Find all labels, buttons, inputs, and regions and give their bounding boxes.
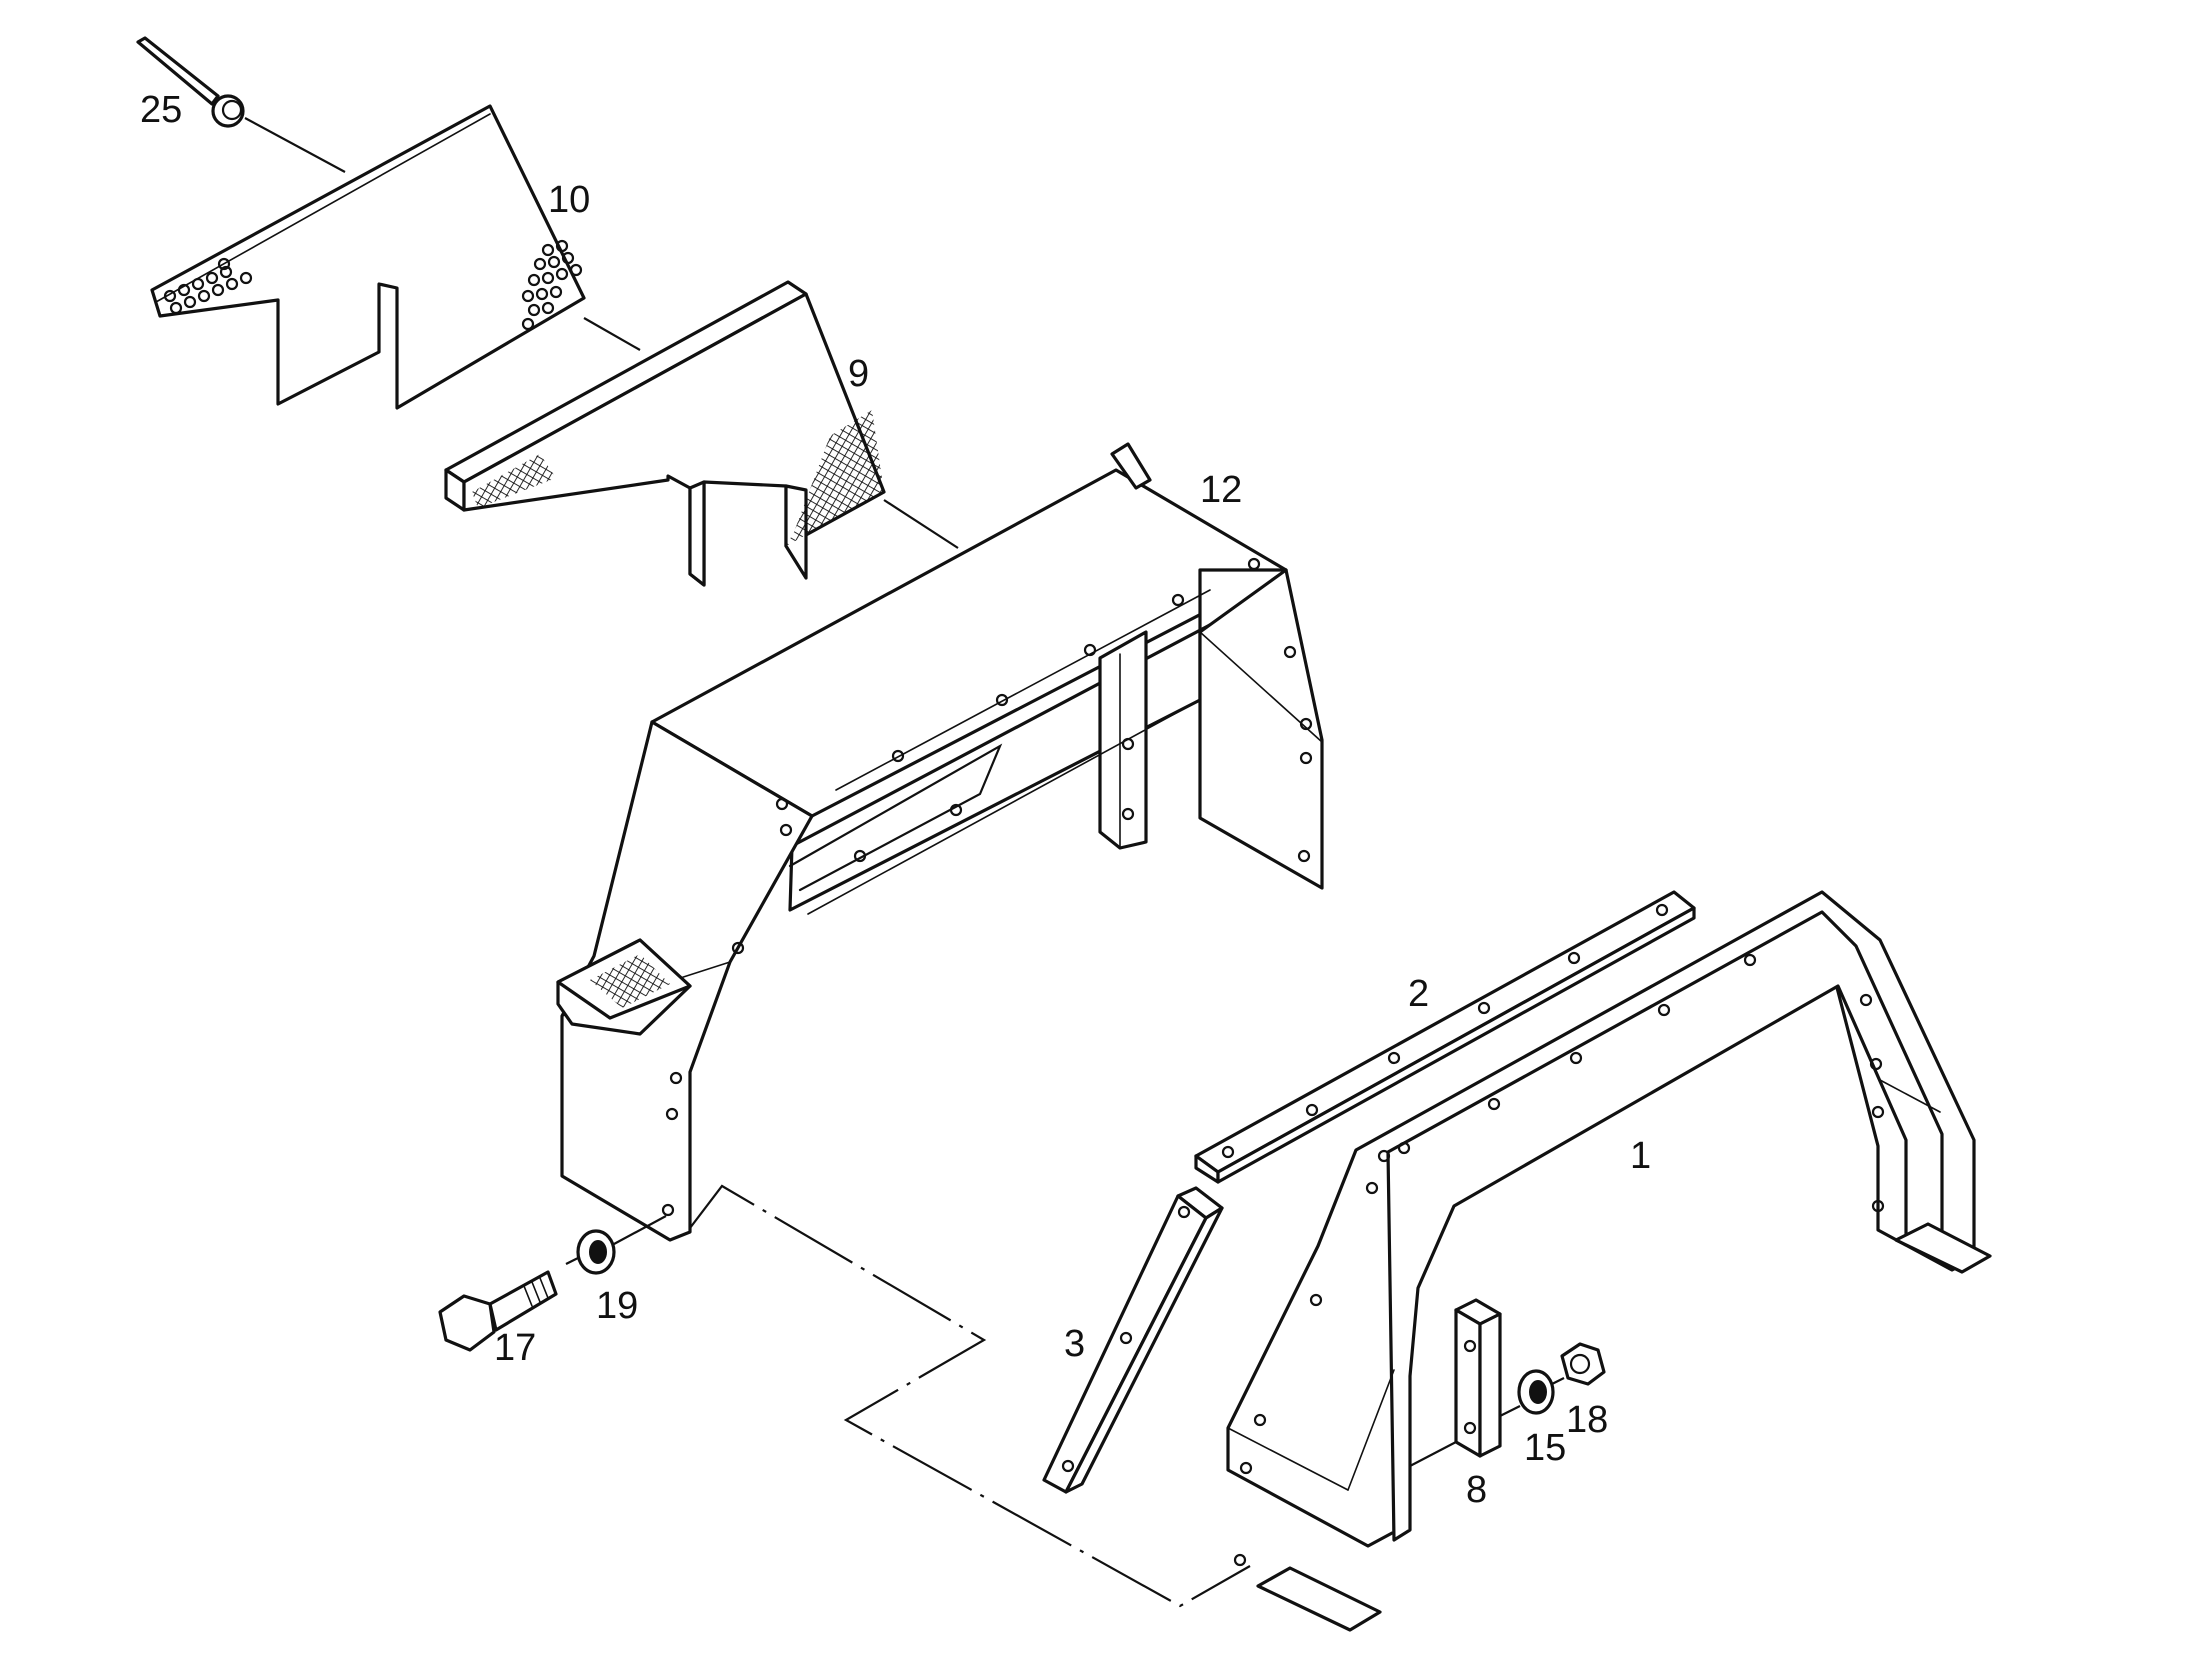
callout-25: 25 — [140, 89, 182, 131]
callout-19: 19 — [596, 1285, 638, 1327]
part-12-fender — [556, 442, 1324, 1242]
part-25-screw — [136, 36, 346, 173]
callout-12: 12 — [1200, 469, 1242, 511]
callout-15: 15 — [1524, 1427, 1566, 1469]
part-10-reflector-decal — [150, 104, 641, 410]
callout-1: 1 — [1630, 1135, 1651, 1177]
reflector-dots-right — [521, 239, 583, 331]
part-9-foam-pad — [444, 280, 959, 587]
callout-17: 17 — [494, 1327, 536, 1369]
part-17-bolt — [438, 1270, 558, 1352]
callout-3: 3 — [1064, 1323, 1085, 1365]
part-3-strip — [1042, 1186, 1224, 1494]
callout-labels: 25 10 9 12 2 1 3 8 15 18 17 19 — [140, 89, 1651, 1511]
callout-10: 10 — [548, 179, 590, 221]
part-8-plate — [1409, 1298, 1521, 1467]
assembly-lines — [689, 1184, 1251, 1608]
part-19-washer — [565, 1215, 667, 1275]
part-2-mounting-strip — [1194, 890, 1696, 1184]
part-15-washer — [1517, 1369, 1565, 1415]
callout-9: 9 — [848, 353, 869, 395]
callout-2: 2 — [1408, 973, 1429, 1015]
part-18-nut — [1560, 1342, 1606, 1386]
reflector-dots-left — [163, 257, 253, 315]
part-1-fender-bracket — [1226, 890, 1992, 1632]
callout-18: 18 — [1566, 1399, 1608, 1441]
callout-8: 8 — [1466, 1469, 1487, 1511]
fender-holes — [661, 557, 1313, 1217]
